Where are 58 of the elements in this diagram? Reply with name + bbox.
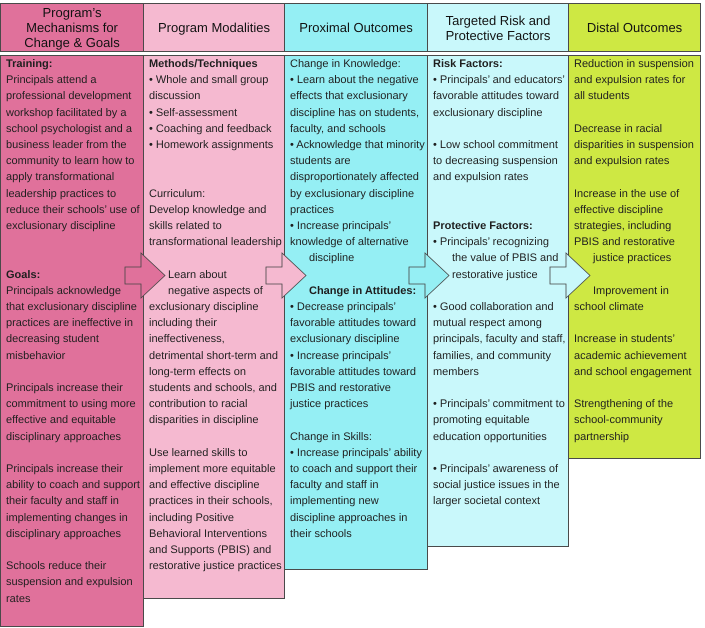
section-heading: Protective Factors: [433,219,534,234]
bullet-item: • Principals’ and educators’ favorable attitudes toward exclusionary discipline [433,73,566,121]
body-text: Improvement in school climate [574,284,670,315]
bullet-item: • Principals’ commitment to promoting equitable education opportunities [433,397,566,445]
section-heading: Change in Skills: [290,430,373,445]
column-title: Program’s Mechanisms for Change & Goals [23,5,121,50]
bullet-item: • Increase principals’ ability to coach and support their faculty and staff in implementing new discipline approaches in their schools [290,446,423,542]
bullet-item: • Decrease principals’ favorable attitudes toward exclusionary discipline [290,300,417,348]
body-text: Principals acknowledge that exclusionary discipline practices are ineffective in decreasing student misbehavior [6,284,138,364]
column-header [427,3,569,52]
section-heading: Goals: [6,268,42,283]
section-heading: Risk Factors: [433,57,504,72]
bullet-item: • Acknowledge that minority students are disproportionately affected by exclusionary discipline practices [290,138,425,218]
column-title: Program Modalities [158,20,270,35]
column-panel [568,55,701,459]
body-text: Principals increase their ability to coach and support their faculty and staff in implementing changes in disciplinary approaches [6,462,141,542]
section-heading: Change in Knowledge: [290,57,402,72]
column-title: Proximal Outcomes [299,20,413,35]
body-text: Increase in students’ academic achievement and school engagement [574,332,692,380]
body-text: Principals attend a professional development workshop facilitated by a school psychologist and a business leader from the community to learn how to apply transformational leadership practices to reduce their schools’ use of exclusionary discipline [6,73,140,234]
bullet-item: • Increase principals’ favorable attitudes toward PBIS and restorative justice practices [290,348,417,412]
block-arrow [550,252,591,299]
column-header [0,3,144,52]
body-text: Strengthening of the school-community partnership [574,397,674,445]
section-heading: Change in Attitudes: [308,284,418,299]
bullet-item: • Low school commitment to decreasing suspension and expulsion rates [433,138,559,186]
section-heading: Methods/Techniques [149,57,259,72]
column-header [143,3,285,52]
section-heading: Training: [6,57,54,72]
block-arrow [408,252,450,299]
column-panel [143,55,285,599]
bullet-item: • Principals’ recognizing the value of PBIS and restorative justice [433,235,560,283]
bullet-item: • Coaching and feedback [149,122,272,137]
column-title: Targeted Risk and Protective Factors [444,12,552,42]
body-text: Reduction in suspension and expulsion rates for all students [574,57,695,104]
bullet-item: • Self-assessment [149,106,238,121]
bullet-item: • Good collaboration and mutual respect among principals, faculty and staff, families, and community members [433,300,566,380]
body-text: Learn about negative aspects of exclusionary discipline including their ineffectiveness, detrimental short-term and long-term effects on students and schools, and contribution to racial disparities in discipline [149,268,279,428]
column-title: Distal Outcomes [586,20,682,35]
body-text: Increase in the use of effective discipline strategies, including PBIS and restorative justice practices [574,186,680,266]
column-panel [427,55,569,547]
bullet-item: • Increase principals’ knowledge of alternative discipline [290,219,410,266]
block-arrow [124,252,166,299]
section-heading: Curriculum: [149,186,206,202]
block-arrow [266,252,307,299]
body-text: Principals increase their commitment to using more effective and equitable disciplinary approaches [6,381,137,445]
bullet-item: • Principals’ awareness of social justice issues in the larger societal context [433,462,561,510]
body-text: Decrease in racial disparities in suspension and expulsion rates [574,122,695,170]
column-header [568,3,701,52]
body-text: Schools reduce their suspension and expulsion rates [6,559,134,607]
column-panel [0,55,144,627]
bullet-item: • Learn about the negative effects that exclusionary discipline has on students, faculty, and schools [290,73,420,137]
column-panel [284,55,428,570]
column-header [284,3,428,52]
body-text: Use learned skills to implement more equitable and effective discipline practices in their schools, including Positive Behavioral Interventions and Supports (PBIS) and restorative justice practices [149,446,282,574]
bullet-item: • Whole and small group discussion [149,73,270,104]
body-text: Develop knowledge and skills related to transformational leadership [149,202,282,250]
bullet-item: • Homework assignments [149,138,274,154]
